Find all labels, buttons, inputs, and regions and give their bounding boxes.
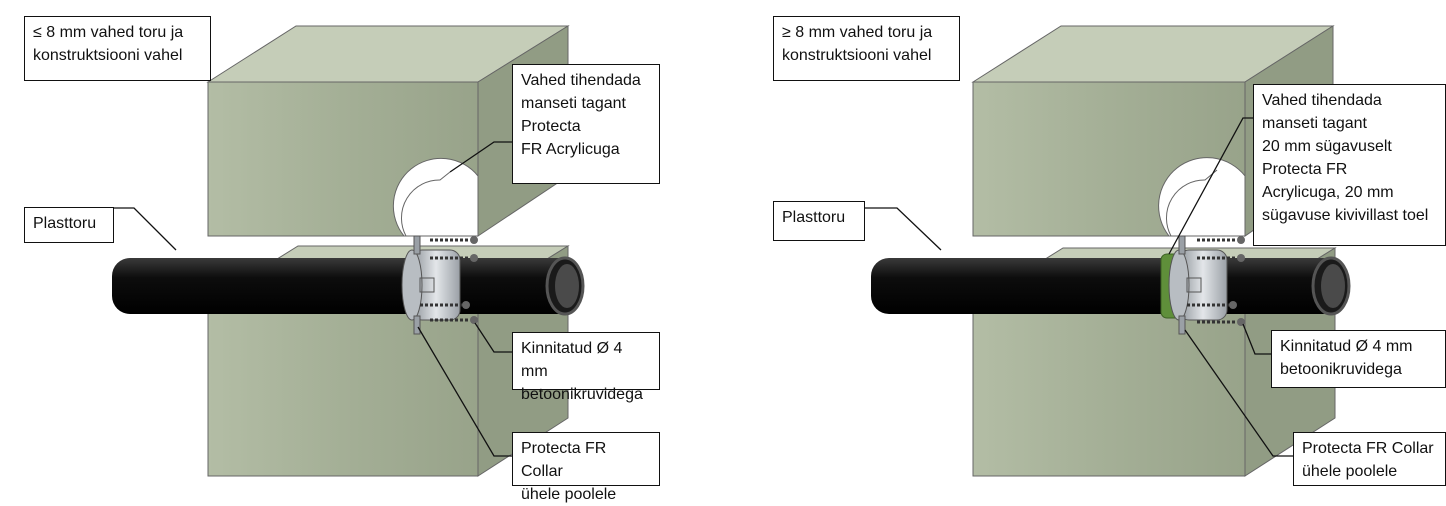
seal-note: Vahed tihendada manseti tagant Protecta … — [512, 64, 660, 184]
seal-note: Vahed tihendada manseti tagant 20 mm süg… — [1253, 84, 1446, 246]
plastic-pipe — [871, 256, 1351, 316]
pipe-label: Plasttoru — [24, 207, 114, 243]
concrete-screws — [420, 236, 478, 324]
collar-note: Protecta FR Collar ühele poolele — [1293, 432, 1446, 486]
fire-collar — [401, 235, 461, 335]
left-panel: ≤ 8 mm vahed toru ja konstruktsiooni vah… — [0, 0, 723, 503]
gap-note: ≤ 8 mm vahed toru ja konstruktsiooni vah… — [24, 16, 211, 81]
left-scene — [112, 25, 585, 477]
plastic-pipe — [112, 256, 585, 316]
screws-note: Kinnitatud Ø 4 mm betoonikruvidega — [512, 332, 660, 403]
right-panel: ≥ 8 mm vahed toru ja konstruktsiooni vah… — [723, 0, 1446, 486]
leader-lines — [865, 117, 1293, 457]
right-scene — [865, 25, 1351, 477]
collar-note: Protecta FR Collar ühele poolele — [512, 432, 660, 503]
gap-note: ≥ 8 mm vahed toru ja konstruktsiooni vah… — [773, 16, 960, 81]
concrete-screws — [1187, 236, 1245, 326]
screws-note: Kinnitatud Ø 4 mm betoonikruvidega — [1271, 330, 1446, 388]
pipe-label: Plasttoru — [773, 201, 865, 241]
leader-lines — [114, 141, 512, 457]
fire-collar — [1168, 235, 1228, 335]
